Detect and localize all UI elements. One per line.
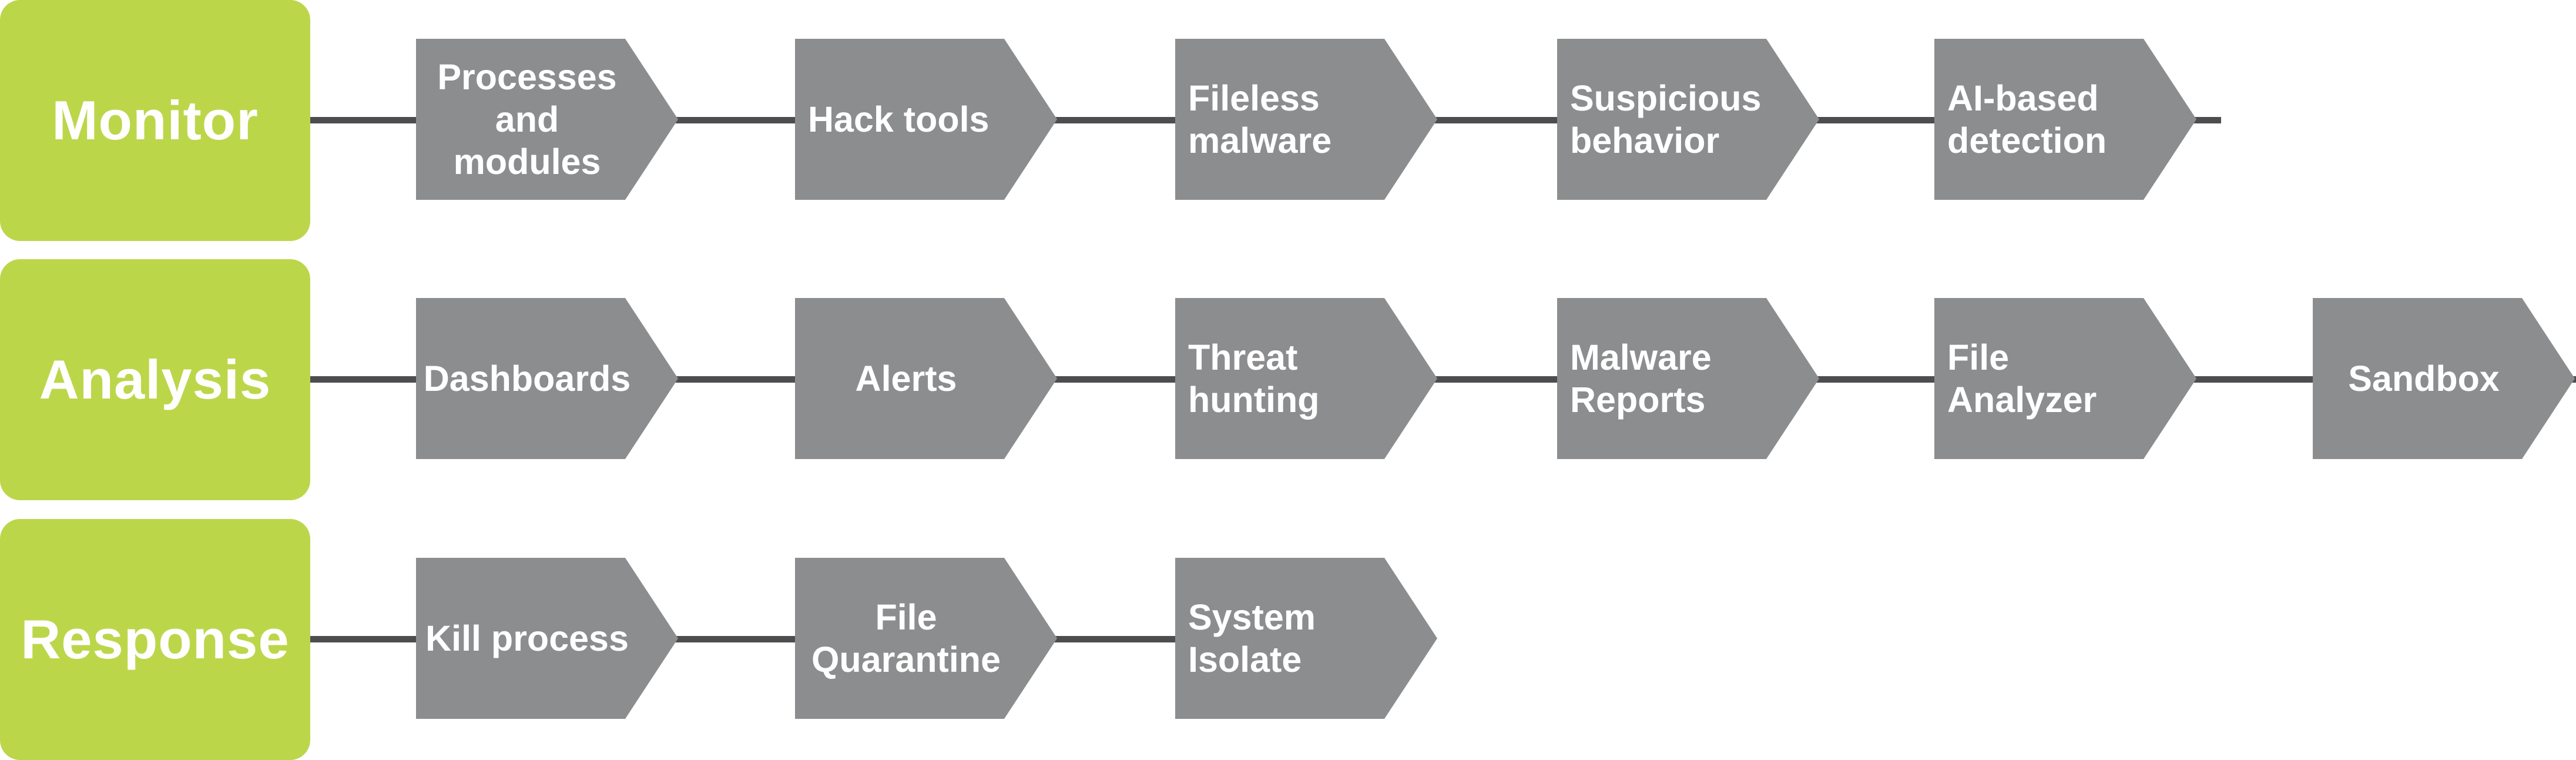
step-alerts: Alerts	[795, 298, 1057, 459]
step-label: AI-based detection	[1947, 78, 2107, 160]
step-label: Hack tools	[808, 99, 990, 139]
step-sandbox: Sandbox	[2313, 298, 2575, 459]
monitor-stage-label: Monitor	[0, 0, 310, 241]
step-label: Kill process	[425, 618, 629, 658]
step-label: Malware Reports	[1570, 337, 1712, 420]
step-label: Suspicious behavior	[1570, 78, 1762, 160]
step-kill-process: Kill process	[416, 558, 678, 719]
response-connector-line	[306, 636, 1234, 642]
analysis-row: Analysis Dashboards Alerts Threat huntin…	[0, 259, 2576, 500]
step-file-quarantine: File Quarantine	[795, 558, 1057, 719]
step-ai-based-detection: AI-based detection	[1934, 39, 2196, 200]
step-label: Alerts	[855, 359, 957, 399]
step-label: File Analyzer	[1947, 337, 2097, 420]
step-threat-hunting: Threat hunting	[1175, 298, 1437, 459]
step-label: Processes and modules	[437, 57, 617, 182]
step-label: Threat hunting	[1188, 337, 1320, 420]
step-hack-tools: Hack tools	[795, 39, 1057, 200]
step-suspicious-behavior: Suspicious behavior	[1557, 39, 1819, 200]
step-label: Dashboards	[423, 359, 631, 399]
step-system-isolate: System Isolate	[1175, 558, 1437, 719]
analysis-stage-label: Analysis	[0, 259, 310, 500]
response-row: Response Kill process File Quarantine Sy…	[0, 519, 2576, 760]
step-label: Fileless malware	[1188, 78, 1332, 160]
step-label: System Isolate	[1188, 597, 1316, 679]
analysis-connector-line	[306, 376, 2576, 383]
step-fileless-malware: Fileless malware	[1175, 39, 1437, 200]
step-processes-and-modules: Processes and modules	[416, 39, 678, 200]
step-malware-reports: Malware Reports	[1557, 298, 1819, 459]
step-label: Sandbox	[2348, 359, 2500, 399]
response-stage-label: Response	[0, 519, 310, 760]
monitor-row: Monitor Processes and modules Hack tools…	[0, 0, 2576, 241]
step-label: File Quarantine	[811, 597, 1001, 679]
step-file-analyzer: File Analyzer	[1934, 298, 2196, 459]
step-dashboards: Dashboards	[416, 298, 678, 459]
